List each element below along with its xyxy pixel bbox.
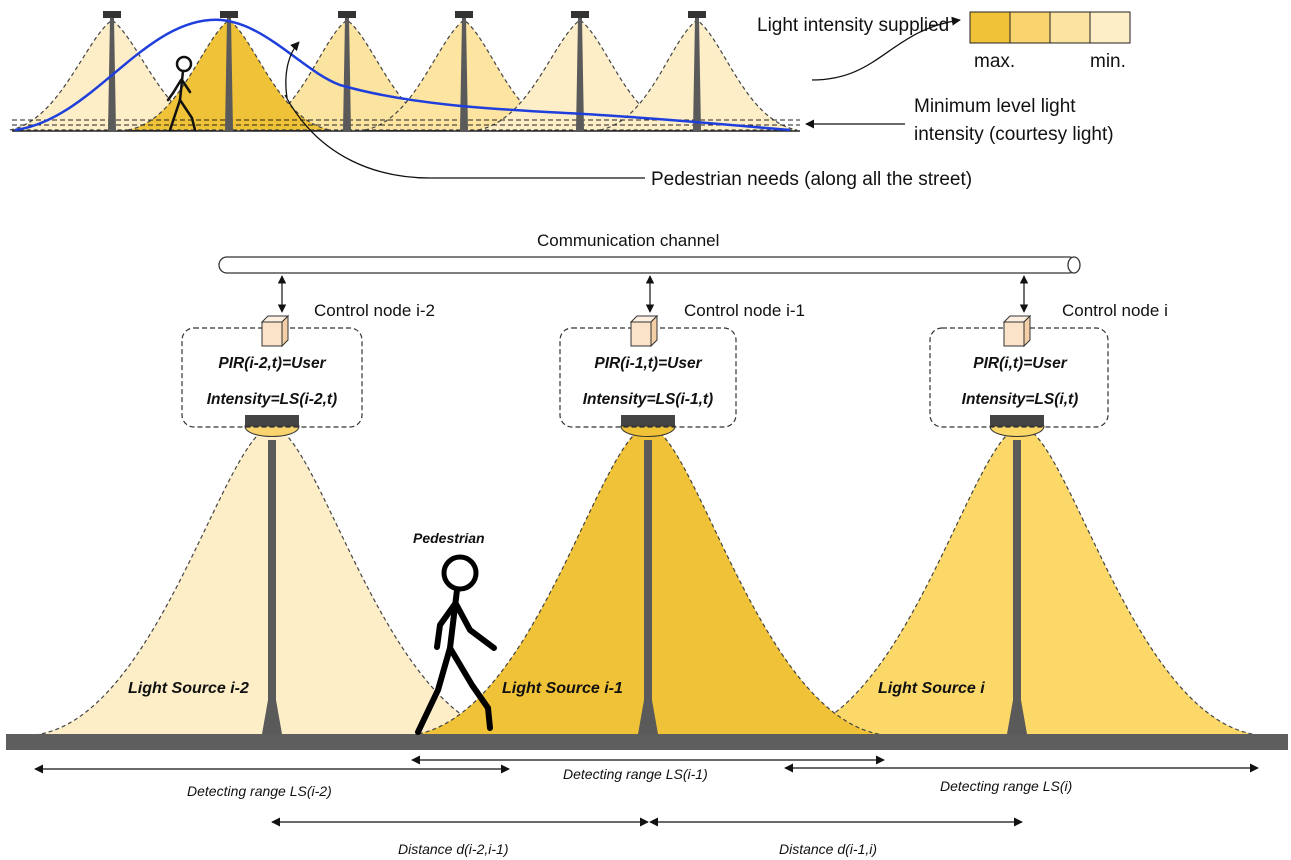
- distance-label-i-1-i: Distance d(i-1,i): [779, 841, 877, 857]
- distance-label-i-2-i-1: Distance d(i-2,i-1): [398, 841, 508, 857]
- control-node-title: Control node i-2: [314, 301, 435, 320]
- legend-pointer-arrow: [811, 16, 961, 81]
- pedestrian-needs-arrowhead: [285, 41, 300, 99]
- pir-status: PIR(i-1,t)=User: [594, 355, 702, 372]
- control-node-i-2: Control node i-2 PIR(i-2,t)=User Intensi…: [181, 275, 435, 428]
- communication-channel-label: Communication channel: [537, 231, 719, 250]
- detecting-range-label-i: Detecting range LS(i): [940, 778, 1072, 794]
- control-node-i-1: Control node i-1 PIR(i-1,t)=User Intensi…: [559, 275, 805, 428]
- light-source-label-i-2: Light Source i-2: [128, 680, 249, 697]
- light-source-pole-i: [989, 415, 1045, 734]
- intensity-status: Intensity=LS(i-2,t): [207, 391, 337, 408]
- communication-channel-pipe-end: [1067, 256, 1081, 274]
- top-overview: Light intensity supplied max. min. Minim…: [9, 11, 1131, 190]
- legend-swatch-min: [1089, 11, 1131, 44]
- pedestrian-label: Pedestrian: [413, 530, 485, 546]
- intensity-status: Intensity=LS(i-1,t): [583, 391, 713, 408]
- control-node-box-i-2: [181, 327, 363, 428]
- top-pedestrian-figure: [166, 55, 197, 132]
- control-node-i: Control node i PIR(i,t)=User Intensity=L…: [929, 275, 1168, 428]
- control-node-title: Control node i: [1062, 301, 1168, 320]
- communication-channel: Communication channel: [218, 231, 1081, 274]
- control-node-title: Control node i-1: [684, 301, 805, 320]
- legend-swatch-3: [1049, 11, 1091, 44]
- distances: Distance d(i-2,i-1) Distance d(i-1,i): [271, 817, 1023, 857]
- top-pole-4: [455, 11, 473, 131]
- intensity-legend: Light intensity supplied max. min.: [757, 11, 1131, 72]
- top-pole-6: [688, 11, 706, 131]
- communication-channel-pipe: [218, 256, 1078, 274]
- light-cone-i: [784, 430, 1259, 736]
- control-node-cube-icon: [629, 314, 659, 348]
- light-source-label-i: Light Source i: [878, 680, 985, 697]
- control-node-cube-icon: [1002, 314, 1032, 348]
- light-source-label-i-1: Light Source i-1: [502, 680, 623, 697]
- top-light-cones: [9, 19, 798, 131]
- legend-swatch-2: [1009, 11, 1051, 44]
- light-source-pole-i-1: [620, 415, 676, 734]
- control-node-cube-icon: [260, 314, 290, 348]
- min-level-label-line1: Minimum level light: [914, 96, 1076, 117]
- detecting-range-label-i-1: Detecting range LS(i-1): [563, 766, 708, 782]
- legend-max-label: max.: [974, 51, 1015, 72]
- pedestrian-needs-curve: [14, 18, 791, 132]
- road: [6, 734, 1288, 750]
- pedestrian-needs-label: Pedestrian needs (along all the street): [651, 169, 972, 190]
- pedestrian-needs-pointer: [284, 94, 645, 179]
- detecting-ranges: Detecting range LS(i-2) Detecting range …: [34, 755, 1259, 799]
- detecting-range-label-i-2: Detecting range LS(i-2): [187, 783, 332, 799]
- main-poles: [244, 415, 1045, 734]
- top-pole-5: [571, 11, 589, 131]
- light-source-pole-i-2: [244, 415, 300, 734]
- pir-status: PIR(i,t)=User: [973, 355, 1067, 372]
- intensity-status: Intensity=LS(i,t): [962, 391, 1079, 408]
- legend-title: Light intensity supplied: [757, 15, 949, 36]
- top-pole-2: [220, 11, 238, 131]
- pir-status: PIR(i-2,t)=User: [218, 355, 326, 372]
- min-level-label-line2: intensity (courtesy light): [914, 124, 1114, 145]
- legend-min-label: min.: [1090, 51, 1126, 72]
- pedestrian-figure: [415, 554, 497, 735]
- legend-swatch-max: [969, 11, 1011, 44]
- top-pole-3: [338, 11, 356, 131]
